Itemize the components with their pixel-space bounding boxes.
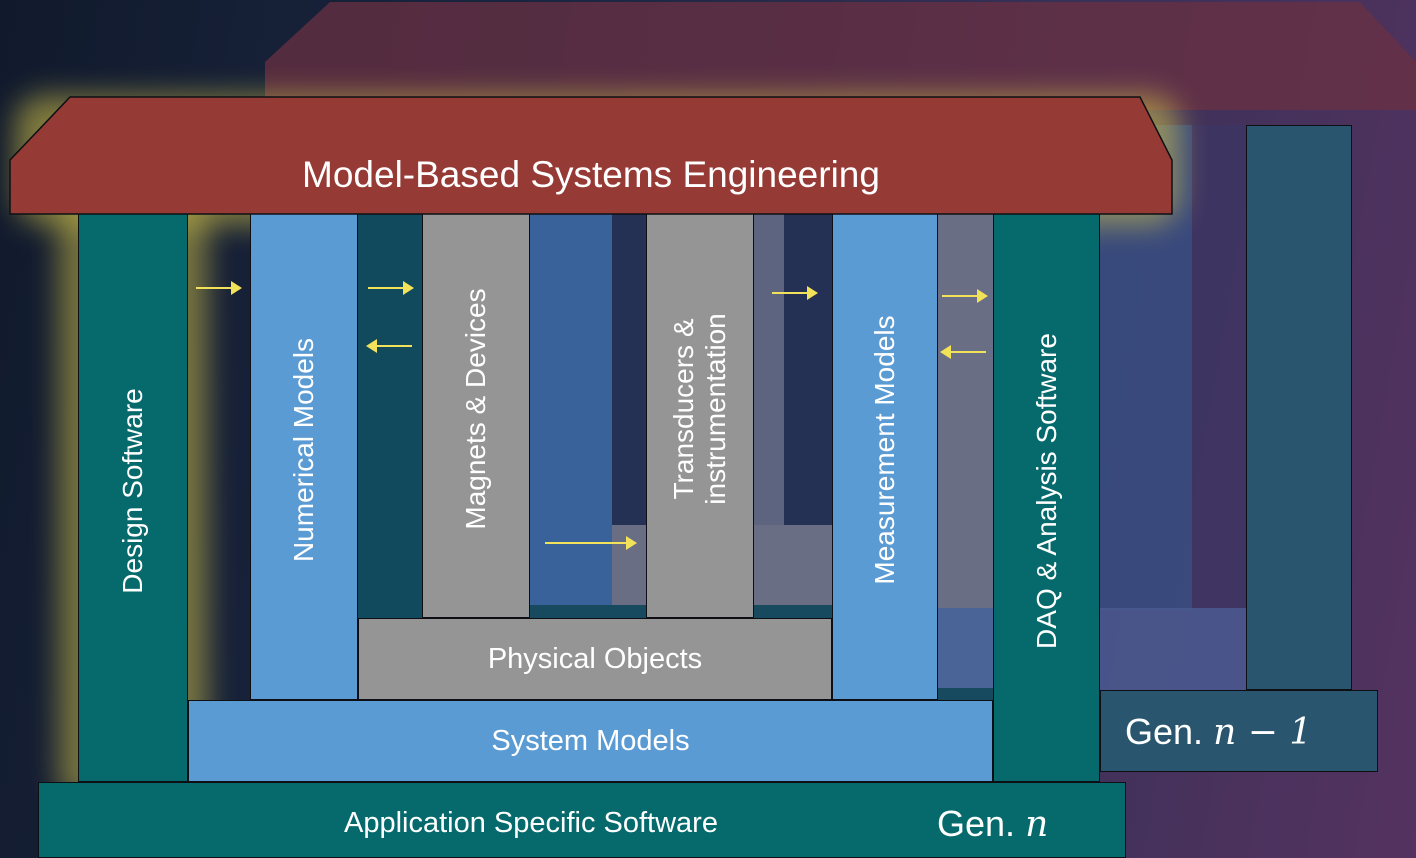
system-models-layer: System Models bbox=[188, 700, 993, 782]
numerical-models-column: Numerical Models bbox=[250, 200, 358, 700]
arrow-right-icon bbox=[772, 286, 818, 300]
generation-previous-label: Gen. n − 1 bbox=[1125, 711, 1313, 753]
inner-column bbox=[938, 688, 993, 702]
arrow-left-icon bbox=[366, 339, 412, 353]
daq-analysis-software-column: DAQ & Analysis Software bbox=[993, 200, 1100, 782]
background-column bbox=[1192, 125, 1246, 610]
magnets-devices-column: Magnets & Devices bbox=[422, 200, 530, 618]
background-column bbox=[1246, 125, 1352, 690]
inner-column bbox=[530, 200, 612, 608]
inner-column bbox=[754, 525, 832, 608]
transducers-column: Transducers & instrumentation bbox=[646, 200, 754, 618]
inner-column bbox=[938, 608, 993, 690]
arrow-right-icon bbox=[942, 289, 988, 303]
measurement-models-column: Measurement Models bbox=[832, 200, 938, 700]
design-software-column: Design Software bbox=[78, 200, 188, 782]
physical-objects-layer: Physical Objects bbox=[358, 618, 832, 700]
arrow-left-icon bbox=[940, 345, 986, 359]
inner-column bbox=[938, 200, 993, 608]
inner-column bbox=[358, 200, 422, 618]
background-layer bbox=[1100, 608, 1246, 690]
mbse-title: Model-Based Systems Engineering bbox=[302, 154, 880, 195]
application-software-label: Application Specific Software bbox=[344, 807, 718, 839]
inner-column bbox=[784, 200, 832, 530]
generation-previous-box: Gen. n − 1 bbox=[1100, 690, 1378, 772]
arrow-right-icon bbox=[545, 536, 637, 550]
arrow-right-icon bbox=[196, 281, 242, 295]
arrow-right-icon bbox=[368, 281, 414, 295]
generation-current-label: Gen. n bbox=[937, 803, 1049, 845]
application-software-layer: Application Specific Software Gen. n bbox=[38, 782, 1126, 858]
inner-column bbox=[754, 200, 784, 530]
